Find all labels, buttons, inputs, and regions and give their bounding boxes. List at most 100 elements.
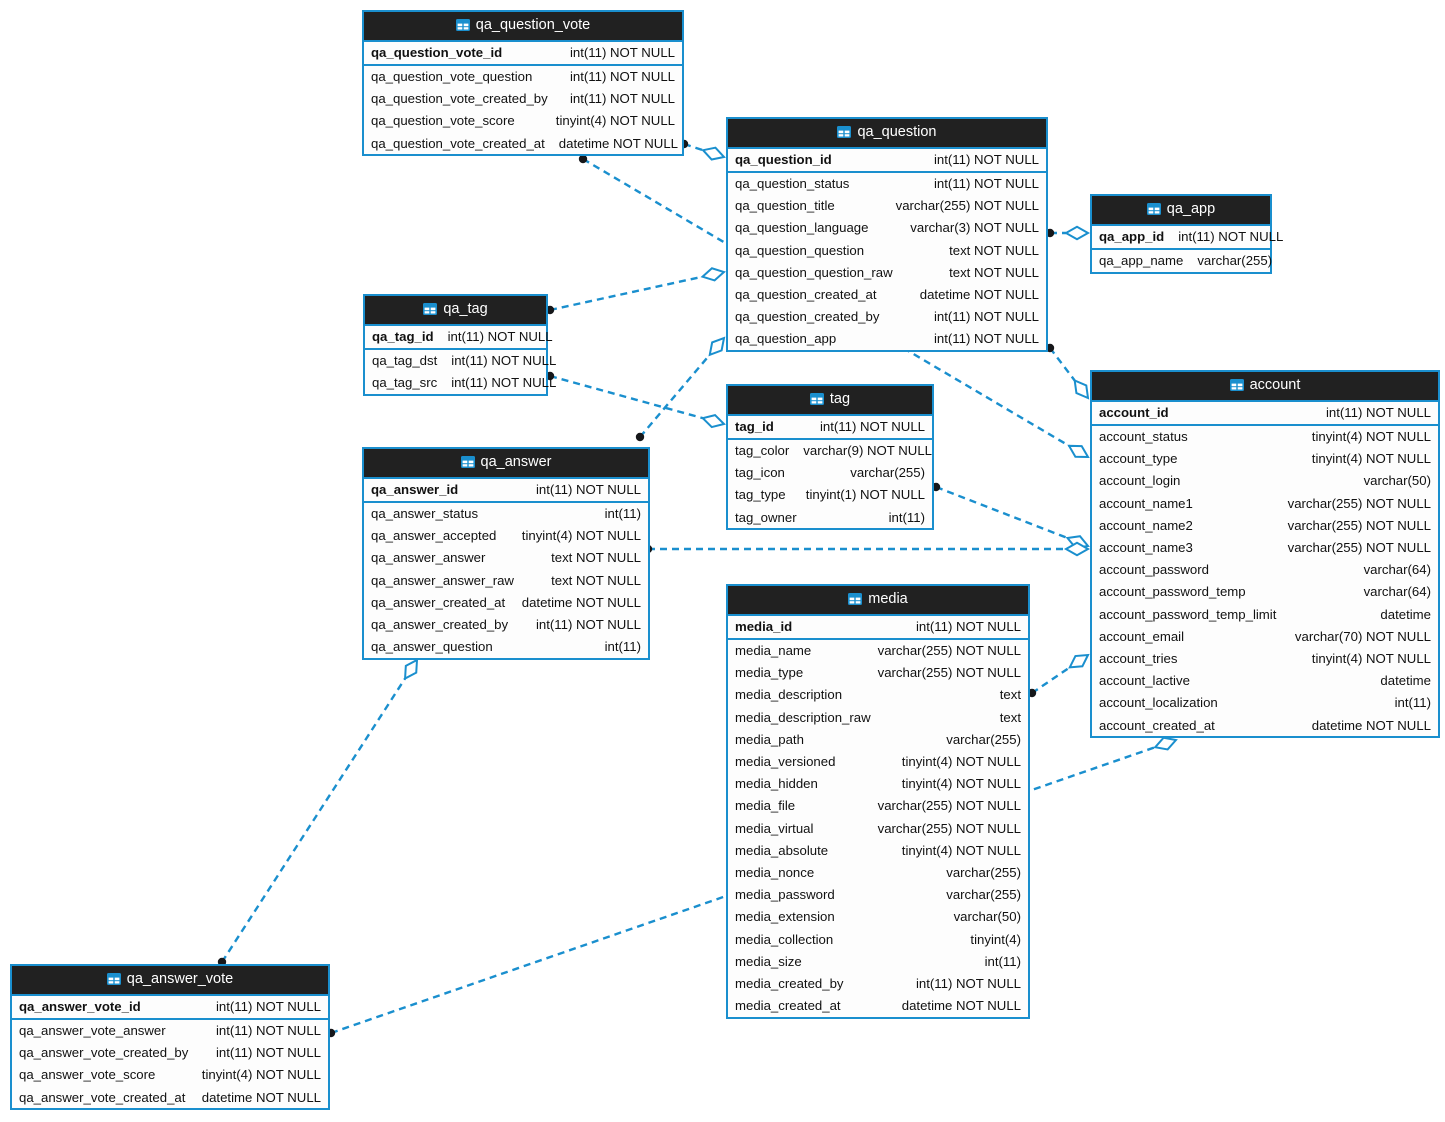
- rel-qa_answer_vote-qa_answer[interactable]: [217, 658, 419, 967]
- relationship-line: [1049, 347, 1076, 382]
- rel-media-account[interactable]: [1027, 653, 1090, 698]
- rel-qa_question_vote-qa_question[interactable]: [679, 139, 726, 161]
- rel-qa_question-account[interactable]: [1045, 343, 1090, 400]
- entity-header-tag[interactable]: tag: [728, 386, 932, 416]
- rel-qa_answer-qa_question[interactable]: [635, 336, 726, 442]
- rel-qa_tag-tag[interactable]: [545, 371, 726, 429]
- entity-header-qa_question[interactable]: qa_question: [728, 119, 1046, 149]
- rel-qa_answer-account[interactable]: [643, 541, 1091, 557]
- rel-qa_tag-qa_question[interactable]: [545, 267, 726, 315]
- entity-header-qa_answer[interactable]: qa_answer: [364, 449, 648, 479]
- rel-tag-account[interactable]: [931, 482, 1090, 549]
- column-type: int(11) NOT NULL: [535, 617, 641, 633]
- entity-header-qa_tag[interactable]: qa_tag: [365, 296, 546, 326]
- entity-header-qa_app[interactable]: qa_app: [1092, 196, 1270, 226]
- entity-header-qa_question_vote[interactable]: qa_question_vote: [364, 12, 682, 42]
- rel-qa_question-qa_app[interactable]: [1045, 225, 1091, 241]
- entity-header-account[interactable]: account: [1092, 372, 1438, 402]
- entity-header-media[interactable]: media: [728, 586, 1028, 616]
- entity-header-qa_answer_vote[interactable]: qa_answer_vote: [12, 966, 328, 996]
